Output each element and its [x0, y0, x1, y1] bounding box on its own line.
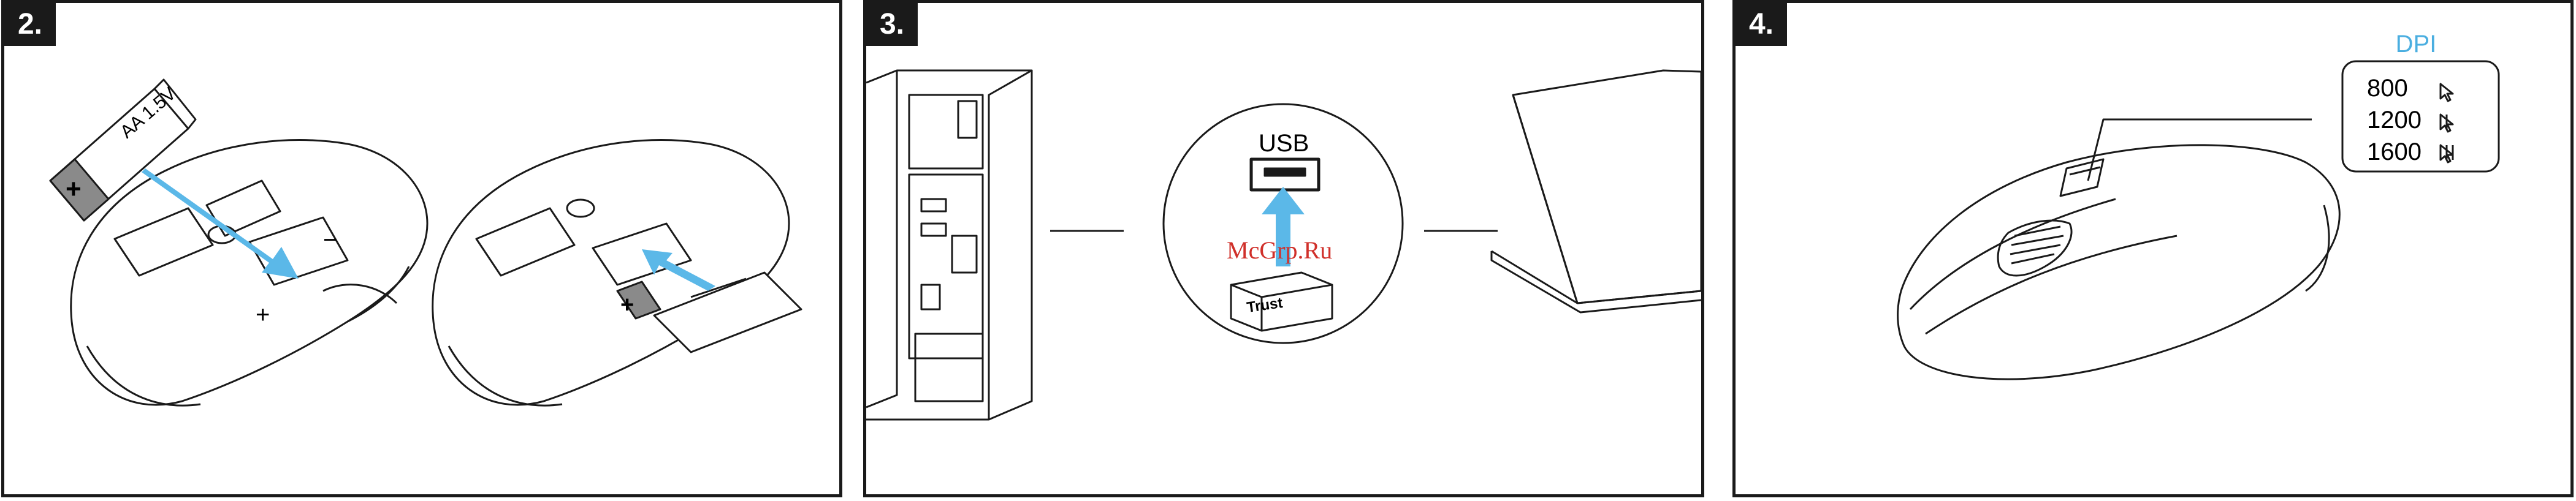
dpi-title: DPI	[2396, 31, 2437, 58]
cursor-icon-1	[2441, 84, 2453, 101]
dpi-level-1200: 1200	[2367, 107, 2422, 134]
dpi-level-1600: 1600	[2367, 138, 2422, 165]
minus-sign-slot: −	[323, 227, 337, 254]
usb-label: USB	[1259, 130, 1309, 157]
plus-sign: +	[66, 174, 82, 204]
step-number: 3.	[866, 3, 918, 46]
desktop-tower	[866, 70, 1032, 420]
mouse-top-shell	[1898, 145, 2340, 379]
cursor-icon-3	[2441, 145, 2453, 162]
plus-sign-slot: +	[256, 301, 270, 328]
step-number: 2.	[4, 3, 56, 46]
dpi-level-800: 800	[2367, 75, 2408, 102]
step-3-panel: USB McGrp.Ru Trust 3.	[863, 0, 1704, 497]
dpi-button	[2060, 159, 2103, 196]
insert-arrow	[142, 168, 715, 291]
watermark-text: McGrp.Ru	[1227, 236, 1332, 264]
usb-connect-illustration: USB McGrp.Ru Trust	[866, 3, 1701, 494]
laptop	[1492, 70, 1701, 312]
step-number: 4.	[1736, 3, 1787, 46]
battery-install-illustration: AA 1.5V + + − +	[4, 3, 839, 494]
dpi-switch-illustration: DPI 800 1200 1600	[1736, 3, 2570, 494]
plus-sign-2: +	[620, 292, 634, 318]
cursor-icon-2	[2441, 115, 2453, 132]
step-4-panel: DPI 800 1200 1600 4.	[1732, 0, 2574, 497]
mouse-bottom-shell-2	[433, 140, 789, 405]
step-2-panel: AA 1.5V + + − + 2.	[1, 0, 842, 497]
